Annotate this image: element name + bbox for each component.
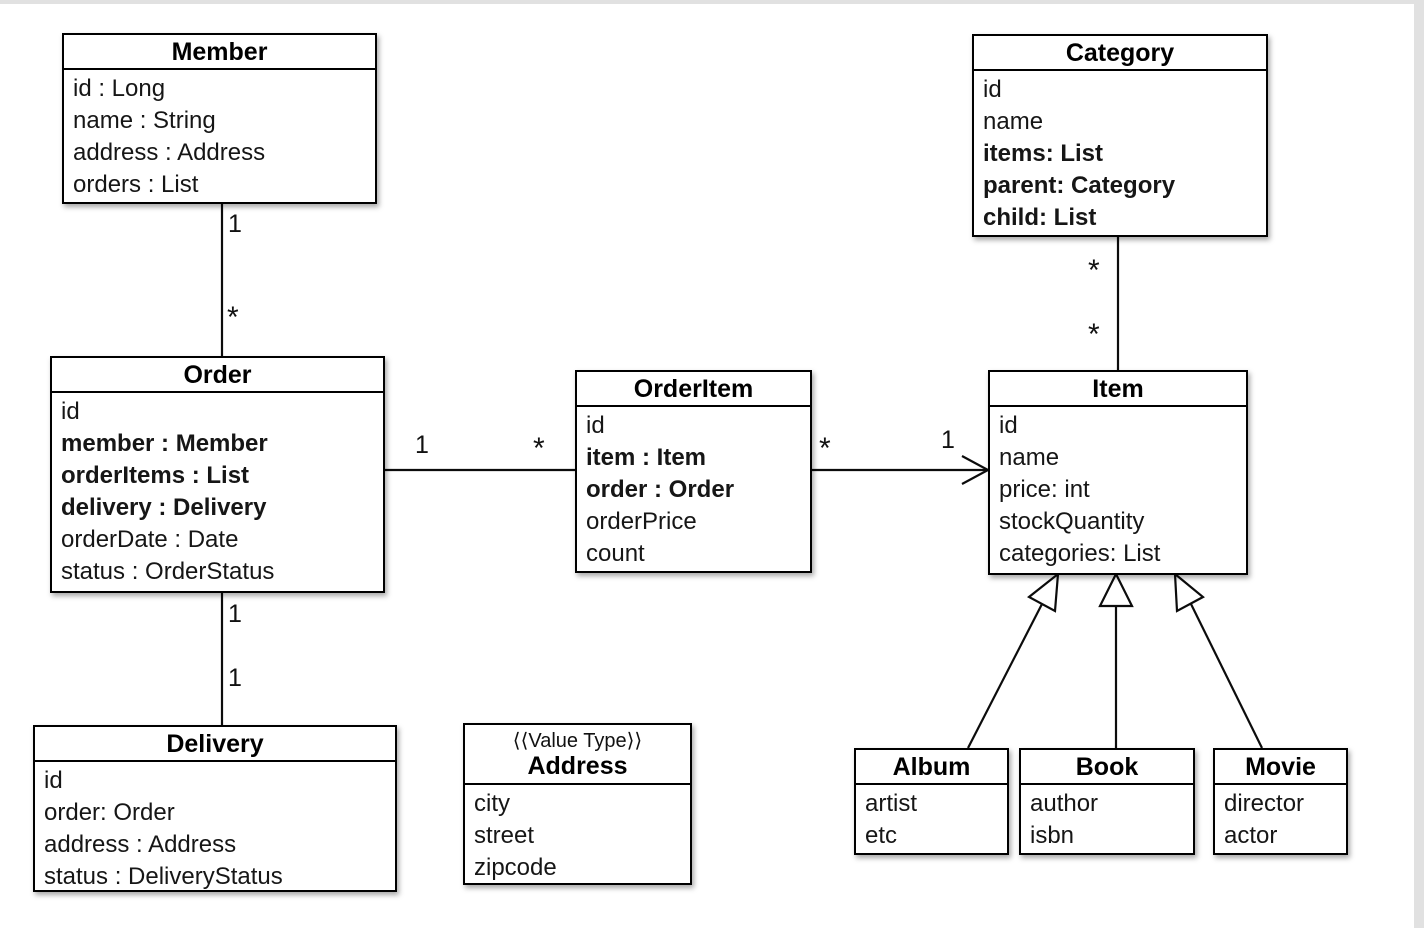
class-title: OrderItem bbox=[577, 372, 810, 407]
attribute-list: id order: Order address : Address status… bbox=[35, 762, 395, 890]
attribute-list: id name items: List parent: Category chi… bbox=[974, 71, 1266, 234]
attribute: city bbox=[474, 790, 510, 817]
multiplicity-member-order-source: 1 bbox=[228, 210, 242, 238]
multiplicity-order-delivery-target: 1 bbox=[228, 664, 242, 692]
attribute: parent: Category bbox=[983, 172, 1176, 199]
attribute: items: List bbox=[983, 140, 1104, 167]
class-title: Member bbox=[64, 35, 375, 70]
attribute: orderPrice bbox=[586, 508, 697, 535]
attribute: categories: List bbox=[999, 540, 1161, 567]
attribute: item : Item bbox=[586, 444, 707, 471]
attribute: name : String bbox=[73, 107, 216, 134]
attribute: author bbox=[1030, 790, 1099, 817]
attribute: status : OrderStatus bbox=[61, 558, 275, 585]
attribute: price: int bbox=[999, 476, 1090, 503]
class-address: ⟨⟨Value Type⟩⟩ Address city street zipco… bbox=[463, 723, 692, 885]
frame-border-right bbox=[1414, 0, 1424, 928]
attribute-list: city street zipcode bbox=[465, 785, 690, 883]
attribute: address : Address bbox=[44, 831, 237, 858]
class-title: Album bbox=[856, 750, 1007, 785]
class-title: Address bbox=[527, 752, 628, 780]
attribute: id bbox=[586, 412, 605, 439]
generalization-triangle-icon bbox=[1173, 571, 1205, 613]
class-member: Member id : Long name : String address :… bbox=[62, 33, 377, 204]
attribute: actor bbox=[1224, 822, 1278, 849]
class-album: Album artist etc bbox=[854, 748, 1009, 855]
multiplicity-order-orderitem-source: 1 bbox=[415, 431, 429, 459]
attribute: count bbox=[586, 540, 645, 567]
attribute: order: Order bbox=[44, 799, 175, 826]
attribute: status : DeliveryStatus bbox=[44, 863, 283, 890]
class-title: Item bbox=[990, 372, 1246, 407]
attribute: address : Address bbox=[73, 139, 266, 166]
attribute: artist bbox=[865, 790, 918, 817]
attribute: id bbox=[61, 398, 80, 425]
attribute: orders : List bbox=[73, 171, 199, 198]
class-category: Category id name items: List parent: Cat… bbox=[972, 34, 1268, 237]
multiplicity-category-item-target: * bbox=[1088, 318, 1100, 351]
attribute: orderItems : List bbox=[61, 462, 250, 489]
frame-border-top bbox=[0, 0, 1424, 4]
class-item: Item id name price: int stockQuantity ca… bbox=[988, 370, 1248, 575]
multiplicity-category-item-source: * bbox=[1088, 254, 1100, 287]
attribute: etc bbox=[865, 822, 898, 849]
attribute: id bbox=[999, 412, 1018, 439]
attribute: zipcode bbox=[474, 854, 557, 881]
class-title: Order bbox=[52, 358, 383, 393]
class-orderitem: OrderItem id item : Item order : Order o… bbox=[575, 370, 812, 573]
class-title: Book bbox=[1021, 750, 1193, 785]
class-movie: Movie director actor bbox=[1213, 748, 1348, 855]
generalization-movie-item bbox=[1189, 601, 1263, 749]
attribute: child: List bbox=[983, 204, 1097, 231]
attribute-list: director actor bbox=[1215, 785, 1346, 852]
attribute: delivery : Delivery bbox=[61, 494, 267, 521]
stereotype-label: ⟨⟨Value Type⟩⟩ bbox=[512, 730, 643, 752]
generalization-triangle-icon bbox=[1098, 571, 1134, 608]
attribute-list: id member : Member orderItems : List del… bbox=[52, 393, 383, 588]
class-title: Category bbox=[974, 36, 1266, 71]
attribute: street bbox=[474, 822, 535, 849]
attribute: stockQuantity bbox=[999, 508, 1145, 535]
attribute: id : Long bbox=[73, 75, 166, 102]
generalization-album-item bbox=[967, 603, 1043, 749]
class-title: Delivery bbox=[35, 727, 395, 762]
multiplicity-orderitem-item-target: 1 bbox=[941, 426, 955, 454]
attribute-list: id item : Item order : Order orderPrice … bbox=[577, 407, 810, 570]
class-title: Movie bbox=[1215, 750, 1346, 785]
attribute-list: author isbn bbox=[1021, 785, 1193, 852]
attribute: id bbox=[44, 767, 63, 794]
class-order: Order id member : Member orderItems : Li… bbox=[50, 356, 385, 593]
attribute: member : Member bbox=[61, 430, 268, 457]
attribute-list: id name price: int stockQuantity categor… bbox=[990, 407, 1246, 570]
attribute: isbn bbox=[1030, 822, 1075, 849]
class-book: Book author isbn bbox=[1019, 748, 1195, 855]
multiplicity-orderitem-item-source: * bbox=[819, 432, 831, 465]
multiplicity-member-order-target: * bbox=[227, 301, 239, 334]
attribute: id bbox=[983, 76, 1002, 103]
attribute-list: id : Long name : String address : Addres… bbox=[64, 70, 375, 201]
generalization-triangle-icon bbox=[1027, 571, 1060, 613]
multiplicity-order-orderitem-target: * bbox=[533, 432, 545, 465]
multiplicity-order-delivery-source: 1 bbox=[228, 600, 242, 628]
attribute: orderDate : Date bbox=[61, 526, 239, 553]
class-header: ⟨⟨Value Type⟩⟩ Address bbox=[465, 725, 690, 785]
attribute-list: artist etc bbox=[856, 785, 1007, 852]
class-delivery: Delivery id order: Order address : Addre… bbox=[33, 725, 397, 892]
attribute: name bbox=[999, 444, 1060, 471]
attribute: name bbox=[983, 108, 1044, 135]
attribute: order : Order bbox=[586, 476, 735, 503]
attribute: director bbox=[1224, 790, 1305, 817]
